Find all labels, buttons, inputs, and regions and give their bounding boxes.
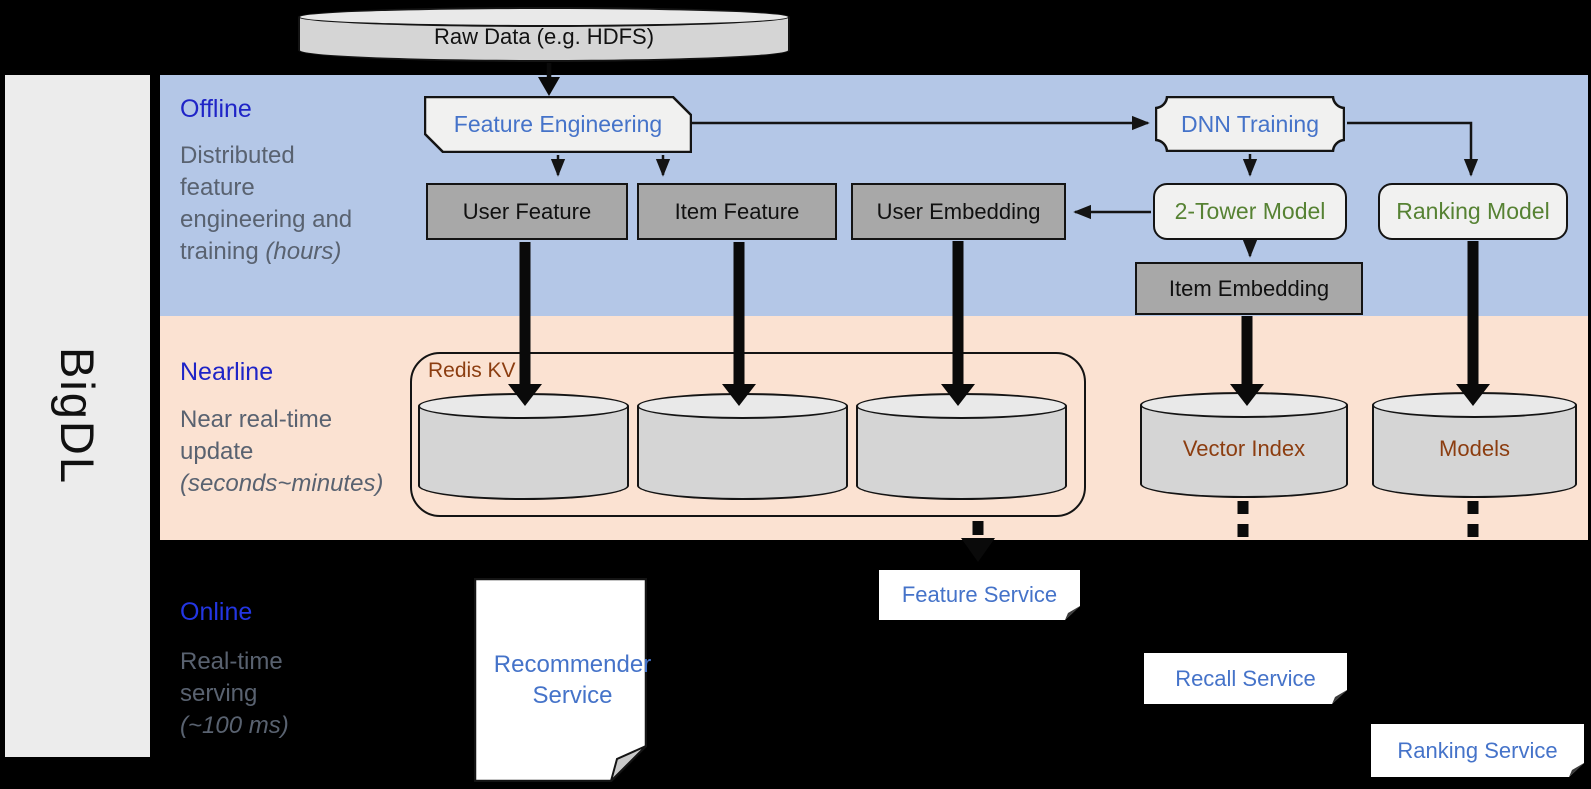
bigdl-sidebar: BigDL — [5, 75, 150, 757]
raw-data-label: Raw Data (e.g. HDFS) — [433, 24, 655, 49]
service-card-shape — [1371, 724, 1584, 777]
offline-desc-text: Distributed feature engineering and trai… — [180, 142, 353, 265]
feature-service-label: Feature Service — [901, 582, 1058, 607]
item-feature-node: Item Feature — [637, 183, 837, 240]
item-embedding-node: Item Embedding — [1135, 262, 1363, 315]
ranking-model-node: Ranking Model — [1378, 183, 1568, 240]
cylinder-top — [418, 393, 629, 419]
nearline-title: Nearline — [180, 358, 274, 386]
nearline-desc-text: Near real-time update — [180, 406, 333, 465]
recommender-service-label: Recommender Service — [493, 650, 652, 709]
cylinder-body — [856, 406, 1067, 500]
redis-kv-label: Redis KV — [428, 359, 516, 382]
user-feature-node: User Feature — [426, 183, 628, 240]
recall-service-node: Recall Service — [1143, 652, 1348, 705]
models-label: Models — [1439, 436, 1510, 461]
vector-index-store: Vector Index — [1140, 392, 1348, 498]
cylinder-body — [637, 406, 848, 500]
cylinder-body — [418, 406, 629, 500]
cylinder-body — [1372, 405, 1577, 498]
dashed-arrowhead-feature-service — [961, 538, 995, 562]
feature-engineering-label: Feature Engineering — [453, 111, 663, 137]
online-desc-italic: (~100 ms) — [180, 711, 289, 739]
dnn-training-label: DNN Training — [1180, 110, 1320, 137]
ranking-service-label: Ranking Service — [1397, 737, 1558, 763]
cylinder-top — [1372, 392, 1577, 418]
recommender-service-node: Recommender Service — [473, 577, 651, 785]
brand-label: BigDL — [51, 346, 104, 485]
cylinder-body — [1140, 405, 1348, 498]
redis-shard-cylinder-3 — [856, 393, 1067, 500]
raw-data-store: Raw Data (e.g. HDFS) — [298, 7, 790, 62]
online-desc-text: Real-time serving — [180, 648, 283, 707]
two-tower-model-node: 2-Tower Model — [1153, 183, 1347, 240]
user-embedding-node: User Embedding — [851, 183, 1066, 240]
plaque-shape — [1154, 95, 1346, 153]
online-description: Real-time serving (~100 ms) — [180, 646, 320, 742]
offline-title: Offline — [180, 95, 252, 123]
redis-kv-container: Redis KV — [410, 352, 1086, 517]
cylinder-top — [637, 393, 848, 419]
ranking-service-node: Ranking Service — [1370, 723, 1585, 778]
offline-description: Distributed feature engineering and trai… — [180, 140, 370, 268]
offline-desc-italic: (hours) — [265, 237, 342, 265]
service-card-shape — [879, 570, 1080, 620]
cylinder-top — [298, 7, 790, 27]
snip-corner-shape — [423, 95, 693, 154]
feature-engineering-node: Feature Engineering — [423, 95, 693, 154]
feature-service-node: Feature Service — [878, 569, 1081, 621]
dnn-training-node: DNN Training — [1154, 95, 1346, 153]
nearline-desc-italic: (seconds~minutes) — [180, 469, 384, 497]
online-title: Online — [180, 598, 253, 626]
redis-shard-cylinder-2 — [637, 393, 848, 500]
redis-shard-cylinder-1 — [418, 393, 629, 500]
vector-index-label: Vector Index — [1182, 436, 1306, 461]
models-store: Models — [1372, 392, 1577, 498]
cylinder-body — [298, 17, 790, 62]
service-card-shape — [1144, 653, 1347, 704]
cylinder-top — [1140, 392, 1348, 418]
cylinder-top — [856, 393, 1067, 419]
document-shape — [473, 577, 648, 785]
recall-service-label: Recall Service — [1175, 665, 1316, 691]
nearline-description: Near real-time update (seconds~minutes) — [180, 404, 395, 500]
